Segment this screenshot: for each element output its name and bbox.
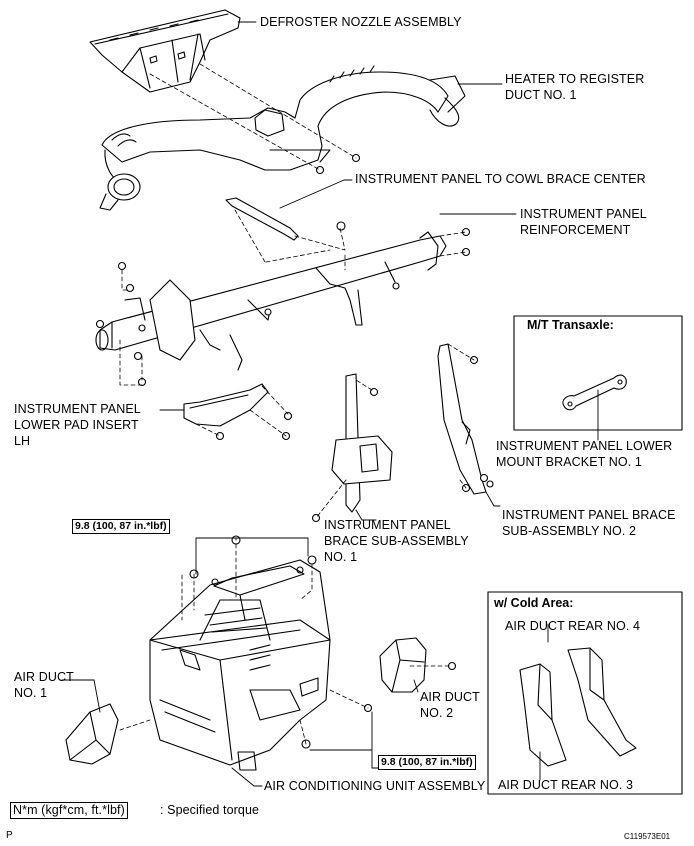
label-defroster-nozzle: DEFROSTER NOZZLE ASSEMBLY <box>260 15 462 29</box>
legend-torque-unit-box: N*m (kgf*cm, ft.*lbf) <box>10 802 128 819</box>
label-lower-pad-line1: INSTRUMENT PANEL <box>14 402 141 416</box>
label-air-duct-no2-line1: AIR DUCT <box>420 690 480 704</box>
label-reinforcement-line2: REINFORCEMENT <box>520 223 631 237</box>
torque-spec-top: 9.8 (100, 87 in.*lbf) <box>72 519 170 534</box>
label-ac-unit: AIR CONDITIONING UNIT ASSEMBLY <box>264 779 486 793</box>
label-air-duct-no1-line1: AIR DUCT <box>14 670 74 684</box>
cold-area-box <box>487 591 683 795</box>
ac-unit-part <box>149 559 331 771</box>
lower-pad-insert-part <box>183 383 269 427</box>
label-lower-pad-line2: LOWER PAD INSERT <box>14 418 139 432</box>
air-duct-no2-part <box>379 637 427 693</box>
label-lower-mount-line2: MOUNT BRACKET NO. 1 <box>496 455 642 469</box>
label-brace-no1-line3: NO. 1 <box>324 550 358 564</box>
heater-register-duct-part <box>99 65 466 211</box>
label-brace-no2-line1: INSTRUMENT PANEL BRACE <box>502 508 676 522</box>
air-duct-rear-no3-part <box>519 663 567 767</box>
cowl-brace-center-part <box>225 197 299 241</box>
air-duct-rear-no4-part <box>567 647 637 757</box>
cold-area-title: w/ Cold Area: <box>494 596 574 610</box>
brace-no1-part <box>331 373 393 513</box>
label-air-duct-no1-line2: NO. 1 <box>14 686 48 700</box>
lower-mount-bracket-part <box>562 374 627 411</box>
label-brace-no1-line1: INSTRUMENT PANEL <box>324 518 451 532</box>
label-rear-no4: AIR DUCT REAR NO. 4 <box>505 619 641 633</box>
torque-spec-bottom: 9.8 (100, 87 in.*lbf) <box>378 755 476 770</box>
label-lower-mount-line1: INSTRUMENT PANEL LOWER <box>496 439 673 453</box>
leader-lines <box>61 21 599 787</box>
label-air-duct-no2-line2: NO. 2 <box>420 706 454 720</box>
reinforcement-part <box>95 231 447 371</box>
mt-transaxle-title: M/T Transaxle: <box>527 318 614 332</box>
air-duct-no1-part <box>65 703 119 765</box>
label-rear-no3: AIR DUCT REAR NO. 3 <box>498 778 634 792</box>
legend-specified-torque-text: : Specified torque <box>160 803 260 817</box>
label-brace-no2-line2: SUB-ASSEMBLY NO. 2 <box>502 524 637 538</box>
label-cowl-brace-center: INSTRUMENT PANEL TO COWL BRACE CENTER <box>355 172 646 186</box>
footer-figure-code: C119573E01 <box>624 832 671 841</box>
brace-no2-part <box>437 343 487 495</box>
assembly-lines <box>119 63 475 745</box>
label-reinforcement-line1: INSTRUMENT PANEL <box>520 207 647 221</box>
label-heater-duct-line1: HEATER TO REGISTER <box>505 72 645 86</box>
label-brace-no1-line2: BRACE SUB-ASSEMBLY <box>324 534 469 548</box>
label-heater-duct-line2: DUCT NO. 1 <box>505 88 577 102</box>
label-lower-pad-line3: LH <box>14 434 31 448</box>
defroster-nozzle-part <box>89 9 241 93</box>
footer-left-mark: P <box>6 830 13 841</box>
